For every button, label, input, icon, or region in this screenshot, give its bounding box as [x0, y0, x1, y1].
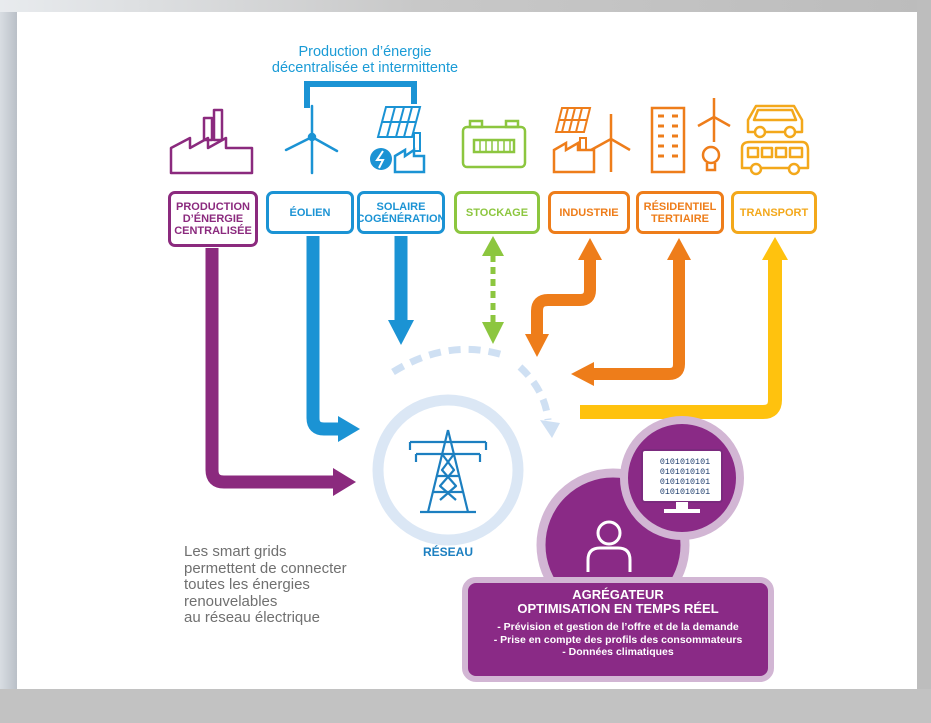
arrowhead-solaire: [388, 320, 414, 345]
arrowhead-eolien: [338, 416, 360, 442]
factory-icon: [169, 108, 254, 175]
aggregator-items: - Prévision et gestion de l’offre et de …: [468, 621, 768, 659]
arrowhead-centralisee: [333, 468, 356, 496]
box-label: INDUSTRIE: [559, 206, 619, 219]
box-label: ÉOLIEN: [289, 206, 331, 219]
arrowhead-stockage-down: [482, 322, 504, 344]
reseau-dashed-arc: [391, 345, 505, 375]
battery-icon: [461, 119, 527, 169]
arrowhead-stockage-up: [482, 236, 504, 256]
aggregator-title: AGRÉGATEUR OPTIMISATION EN TEMPS RÉEL: [517, 587, 719, 616]
wind-turbine-icon: [284, 104, 339, 175]
industry-icon: [552, 107, 631, 174]
arrowhead-industrie-up: [578, 238, 602, 260]
box-label: PRODUCTION D’ÉNERGIE CENTRALISÉE: [174, 201, 252, 237]
box-stockage: STOCKAGE: [454, 191, 540, 234]
reseau-dashed-arc-right: [517, 364, 552, 421]
background-right-edge: [917, 0, 931, 723]
box-label: STOCKAGE: [465, 206, 529, 219]
aggregator-box: AGRÉGATEUR OPTIMISATION EN TEMPS RÉEL - …: [462, 577, 774, 682]
box-label: TRANSPORT: [739, 206, 809, 219]
flow-industrie: [531, 258, 596, 336]
flow-centralisee: [205, 248, 335, 489]
flow-transport: [580, 258, 782, 419]
decentralized-bracket: [304, 81, 417, 108]
arrowhead-industrie-down: [525, 334, 549, 357]
box-industrie: INDUSTRIE: [548, 191, 630, 234]
decentralized-production-caption: Production d’énergie décentralisée et in…: [271, 44, 459, 76]
diagram-panel: [17, 12, 917, 689]
background-bottom-edge: [0, 689, 931, 723]
monitor-icon: [641, 449, 723, 513]
background-top-edge: [0, 0, 931, 12]
solar-panel-factory-icon: [370, 106, 426, 174]
reseau-circle: [372, 394, 524, 546]
reseau-dashed-arrowhead: [540, 420, 560, 438]
reseau-label: RÉSEAU: [422, 545, 473, 559]
box-label: SOLAIRE COGÉNÉRATION: [356, 200, 446, 225]
box-transport: TRANSPORT: [731, 191, 817, 234]
aggregator-item: - Prise en compte des profils des consom…: [493, 633, 743, 646]
pylon-icon: [408, 429, 488, 514]
box-residentiel-tertiaire: RÉSIDENTIEL TERTIAIRE: [636, 191, 724, 234]
flow-residentiel: [592, 258, 685, 380]
arrowhead-transport-up: [762, 237, 788, 260]
monitor-binary-text: 0101010101 0101010101 0101010101 0101010…: [659, 457, 711, 497]
side-note: Les smart grids permettent de connecter …: [184, 543, 347, 626]
arrowhead-residentiel-left: [571, 362, 594, 386]
aggregator-item: - Données climatiques: [562, 646, 674, 658]
box-eolien: ÉOLIEN: [266, 191, 354, 234]
box-solaire-cogeneration: SOLAIRE COGÉNÉRATION: [356, 191, 446, 234]
arrowhead-residentiel-up: [667, 238, 691, 260]
building-icon: [650, 98, 731, 174]
person-icon: [586, 520, 632, 572]
flow-eolien: [306, 236, 340, 436]
aggregator-item: - Prévision et gestion de l’offre et de …: [497, 621, 739, 633]
vehicles-icon: [740, 104, 810, 176]
box-label: RÉSIDENTIEL TERTIAIRE: [643, 200, 717, 225]
box-production-centralisee: PRODUCTION D’ÉNERGIE CENTRALISÉE: [168, 191, 258, 247]
